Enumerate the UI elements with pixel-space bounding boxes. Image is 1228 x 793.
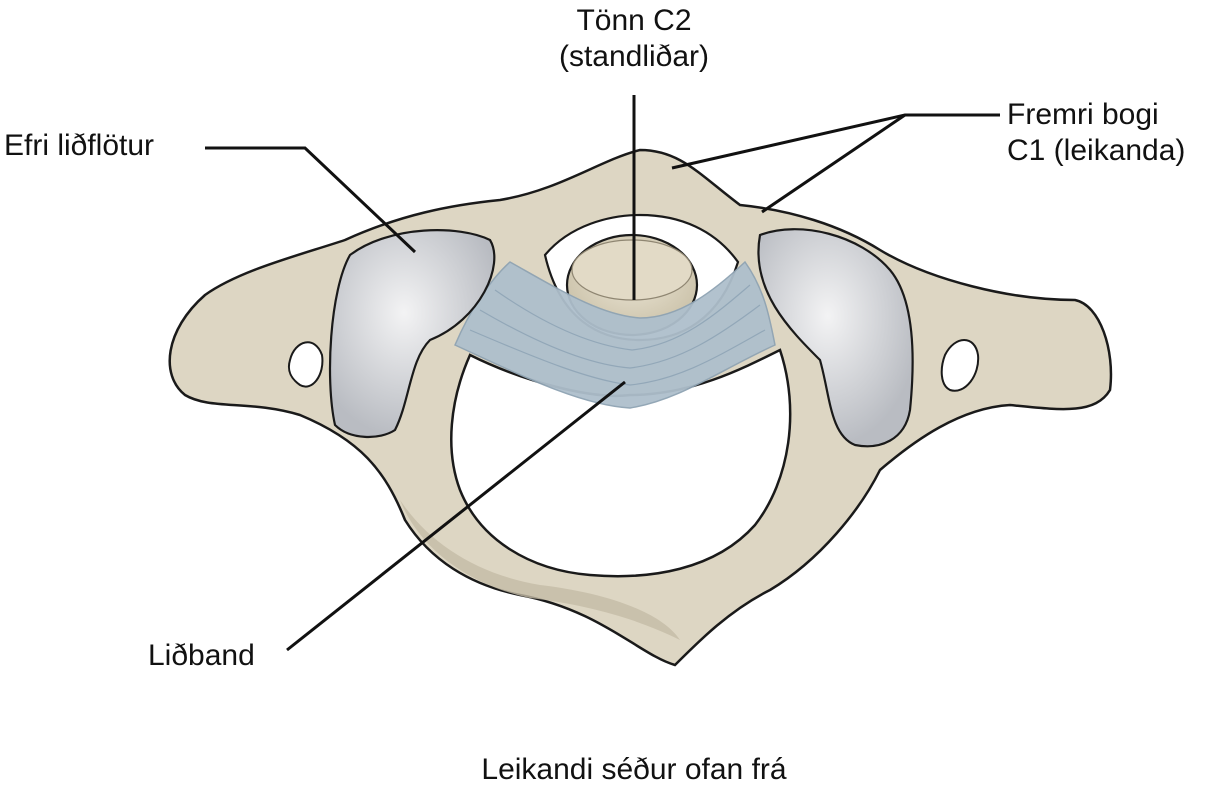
leader-lines [205,95,1000,652]
label-dens-line2: (standliðar) [558,40,710,73]
left-transverse-foramen [287,341,324,388]
caption: Leikandi séður ofan frá [481,753,787,786]
transverse-ligament [454,260,776,409]
label-anterior-arch-line2: C1 (leikanda) [1007,134,1186,167]
left-articular-facet [328,229,496,439]
leader-ligament [286,380,626,652]
label-dens: Tönn C2 (standliðar) [534,3,734,75]
label-superior-facet: Efri liðflötur [4,129,155,162]
right-articular-facet [757,228,914,448]
posterior-arch-shading [400,500,680,640]
dens-top [571,239,693,301]
label-dens-line1: Tönn C2 [576,4,692,37]
label-anterior-arch: Fremri bogi C1 (leikanda) [1007,97,1185,169]
label-ligament: Liðband [148,639,255,672]
leader-superior-facet [205,146,417,254]
label-anterior-arch-line1: Fremri bogi [1007,98,1159,131]
leader-anterior-arch-b [761,113,906,214]
right-transverse-foramen [940,339,980,392]
ligament-fibers [469,284,766,386]
